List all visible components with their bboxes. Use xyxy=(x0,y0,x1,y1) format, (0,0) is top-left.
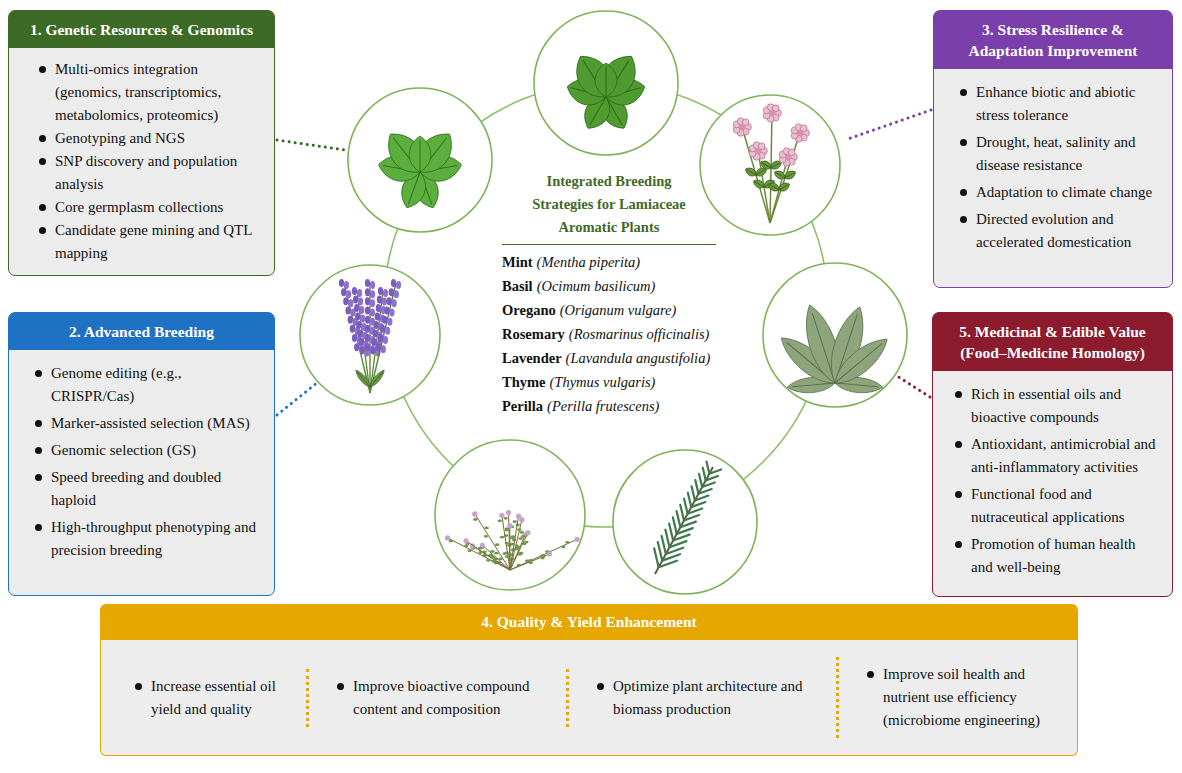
panel-body: Multi-omics integration (genomics, trans… xyxy=(9,48,274,275)
bullet-text: Genome editing (e.g., CRISPR/Cas) xyxy=(33,362,260,408)
panel-box: 5. Medicinal & Edible Value (Food–Medici… xyxy=(932,312,1173,597)
bullet-text: Promotion of human health and well-being xyxy=(953,533,1158,579)
bullet-text: Marker-assisted selection (MAS) xyxy=(33,412,260,435)
lavender-illustration xyxy=(300,265,440,405)
panel-heading: 3. Stress Resilience & Adaptation Improv… xyxy=(934,11,1172,69)
center-block: Integrated Breeding Strategies for Lamia… xyxy=(502,170,716,418)
plant-list: Mint(Mentha piperita)Basil(Ocimum basili… xyxy=(502,245,716,418)
bullet-text: Drought, heat, salinity and disease resi… xyxy=(958,131,1158,177)
bullet-text: Rich in essential oils and bioactive com… xyxy=(953,383,1158,429)
bullet-text: Multi-omics integration (genomics, trans… xyxy=(37,58,260,127)
plant-latin: (Perilla frutescens) xyxy=(547,398,659,414)
bullet-text: Enhance biotic and abiotic stress tolera… xyxy=(958,81,1158,127)
plant-row: Perilla(Perilla frutescens) xyxy=(502,394,716,418)
plant-latin: (Rosmarinus officinalis) xyxy=(569,326,710,342)
band-column: Optimize plant architecture and biomass … xyxy=(566,669,836,727)
oregano-illustration xyxy=(700,95,840,235)
leader-line xyxy=(845,110,931,140)
plant-row: Oregano(Origanum vulgare) xyxy=(502,298,716,322)
plant-latin: (Mentha piperita) xyxy=(537,254,641,270)
bullet-text: Increase essential oil yield and quality xyxy=(133,675,292,721)
panel-body: Rich in essential oils and bioactive com… xyxy=(933,371,1172,593)
bullet-text: Antioxidant, antimicrobial and anti-infl… xyxy=(953,433,1158,479)
panel-box: 1. Genetic Resources & GenomicsMulti-omi… xyxy=(8,10,275,276)
thyme-illustration xyxy=(435,440,585,590)
plant-row: Thyme(Thymus vulgaris) xyxy=(502,370,716,394)
bullet-text: Optimize plant architecture and biomass … xyxy=(595,675,822,721)
plant-latin: (Lavandula angustifolia) xyxy=(566,350,711,366)
bullet-text: Directed evolution and accelerated domes… xyxy=(958,208,1158,254)
plant-latin: (Origanum vulgare) xyxy=(560,302,677,318)
bullet-text: Core germplasm collections xyxy=(37,196,260,219)
leader-line xyxy=(277,140,345,150)
panel-box: 2. Advanced BreedingGenome editing (e.g.… xyxy=(8,312,275,596)
rosemary-illustration xyxy=(613,450,757,594)
plant-row: Lavender(Lavandula angustifolia) xyxy=(502,346,716,370)
band-column: Improve bioactive compound content and c… xyxy=(306,669,566,727)
leader-line xyxy=(897,376,930,397)
bullet-text: Speed breeding and doubled haploid xyxy=(33,466,260,512)
bullet-text: Adaptation to climate change xyxy=(958,181,1158,204)
band-heading: 4. Quality & Yield Enhancement xyxy=(100,604,1078,640)
bullet-text: Functional food and nutraceutical applic… xyxy=(953,483,1158,529)
bullet-text: Candidate gene mining and QTL mapping xyxy=(37,219,260,265)
panel-heading: 1. Genetic Resources & Genomics xyxy=(9,11,274,48)
panel-body: Enhance biotic and abiotic stress tolera… xyxy=(934,69,1172,268)
bullet-text: Improve bioactive compound content and c… xyxy=(335,675,552,721)
center-title: Integrated Breeding Strategies for Lamia… xyxy=(502,170,716,245)
bullet-text: Improve soil health and nutrient use eff… xyxy=(865,663,1065,732)
bullet-text: SNP discovery and population analysis xyxy=(37,150,260,196)
band-column: Increase essential oil yield and quality xyxy=(101,669,306,727)
plant-name: Perilla xyxy=(502,398,543,414)
plant-latin: (Ocimum basilicum) xyxy=(537,278,656,294)
band-body: Increase essential oil yield and quality… xyxy=(100,640,1078,756)
plant-name: Basil xyxy=(502,278,533,294)
plant-name: Thyme xyxy=(502,374,546,390)
band-column: Improve soil health and nutrient use eff… xyxy=(836,657,1079,738)
plant-name: Rosemary xyxy=(502,326,565,342)
plant-row: Basil(Ocimum basilicum) xyxy=(502,274,716,298)
plant-name: Oregano xyxy=(502,302,556,318)
plant-name: Lavender xyxy=(502,350,562,366)
plant-latin: (Thymus vulgaris) xyxy=(550,374,656,390)
bullet-text: Genotyping and NGS xyxy=(37,127,260,150)
bullet-text: Genomic selection (GS) xyxy=(33,439,260,462)
panel-box: 3. Stress Resilience & Adaptation Improv… xyxy=(933,10,1173,288)
plant-name: Mint xyxy=(502,254,533,270)
panel-heading: 5. Medicinal & Edible Value (Food–Medici… xyxy=(933,313,1172,371)
plant-row: Rosemary(Rosmarinus officinalis) xyxy=(502,322,716,346)
band-box: 4. Quality & Yield EnhancementIncrease e… xyxy=(100,604,1078,756)
leader-line xyxy=(277,382,318,415)
plant-row: Mint(Mentha piperita) xyxy=(502,250,716,274)
basil-illustration xyxy=(534,11,678,155)
sage-illustration xyxy=(763,263,907,407)
mint-illustration xyxy=(348,88,492,232)
panel-heading: 2. Advanced Breeding xyxy=(9,313,274,350)
bullet-text: High-throughput phenotyping and precisio… xyxy=(33,516,260,562)
panel-body: Genome editing (e.g., CRISPR/Cas) Marker-… xyxy=(9,350,274,576)
